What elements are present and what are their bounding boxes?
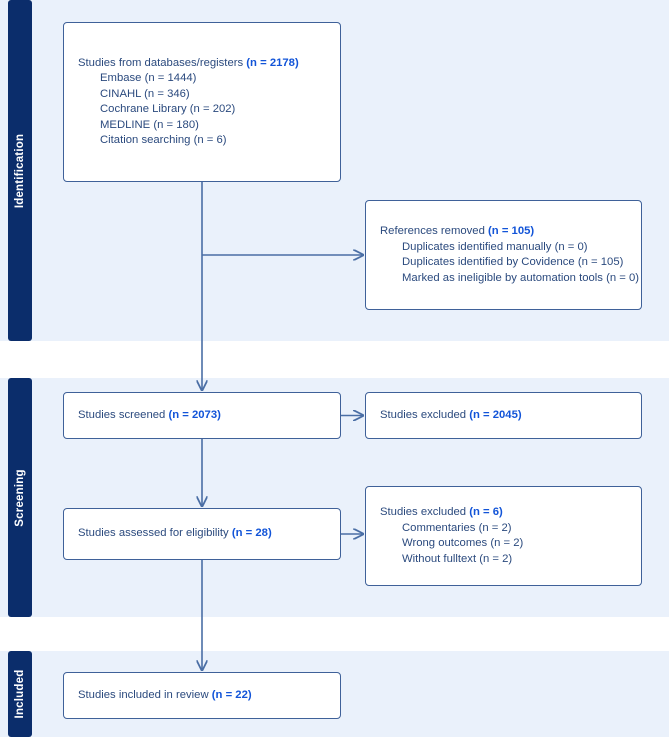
node-count: (n = 28): [231, 527, 272, 540]
node-title-text: Studies included in review: [78, 688, 209, 701]
stage-label-screening: Screening: [14, 468, 26, 527]
node-studies-from-databases: Studies from databases/registers (n = 21…: [63, 22, 341, 182]
node-title-text: Studies screened: [78, 408, 166, 421]
node-title-text: Studies excluded: [380, 408, 467, 421]
node-item: Duplicates identified manually (n = 0): [402, 240, 588, 253]
node-title-text: Studies from databases/registers: [78, 56, 244, 69]
node-title: Studies screened (n = 2073): [78, 408, 326, 424]
node-count: (n = 6): [469, 506, 503, 518]
node-count: (n = 2178): [246, 56, 299, 69]
node-title: References removed (n = 105): [380, 224, 627, 240]
node-studies-screened: Studies screened (n = 2073): [63, 392, 341, 439]
node-item: Cochrane Library (n = 202): [100, 103, 236, 115]
node-title-text: Studies assessed for eligibility: [78, 527, 229, 540]
stage-tab-screening: Screening: [8, 378, 32, 617]
node-count: (n = 2045): [469, 408, 522, 421]
node-title-text: References removed: [380, 225, 485, 237]
node-count: (n = 22): [211, 688, 252, 701]
stage-tab-identification: Identification: [8, 0, 32, 341]
node-title: Studies excluded (n = 6): [380, 505, 627, 521]
node-title: Studies excluded (n = 2045): [380, 408, 627, 424]
node-item: MEDLINE (n = 180): [100, 118, 199, 131]
node-item: Citation searching (n = 6): [100, 134, 227, 146]
node-title: Studies from databases/registers (n = 21…: [78, 56, 326, 72]
node-item: Without fulltext (n = 2): [402, 552, 513, 565]
node-title: Studies included in review (n = 22): [78, 688, 326, 704]
node-studies-excluded-eligibility: Studies excluded (n = 6) Commentaries (n…: [365, 486, 642, 586]
node-count: (n = 105): [488, 225, 535, 237]
stage-label-identification: Identification: [14, 133, 26, 208]
stage-tab-included: Included: [8, 651, 32, 737]
node-studies-included-in-review: Studies included in review (n = 22): [63, 672, 341, 719]
node-title: Studies assessed for eligibility (n = 28…: [78, 526, 326, 542]
node-item: CINAHL (n = 346): [100, 87, 190, 100]
node-item: Commentaries (n = 2): [402, 521, 512, 534]
node-title-text: Studies excluded: [380, 506, 467, 518]
node-studies-assessed-for-eligibility: Studies assessed for eligibility (n = 28…: [63, 508, 341, 560]
node-item: Embase (n = 1444): [100, 72, 197, 84]
node-count: (n = 2073): [168, 408, 221, 421]
node-item: Marked as ineligible by automation tools…: [402, 271, 640, 284]
node-item: Wrong outcomes (n = 2): [402, 537, 524, 549]
node-item: Duplicates identified by Covidence (n = …: [402, 256, 624, 268]
stage-label-included: Included: [14, 669, 26, 719]
node-studies-excluded-screening: Studies excluded (n = 2045): [365, 392, 642, 439]
node-references-removed: References removed (n = 105) Duplicates …: [365, 200, 642, 310]
